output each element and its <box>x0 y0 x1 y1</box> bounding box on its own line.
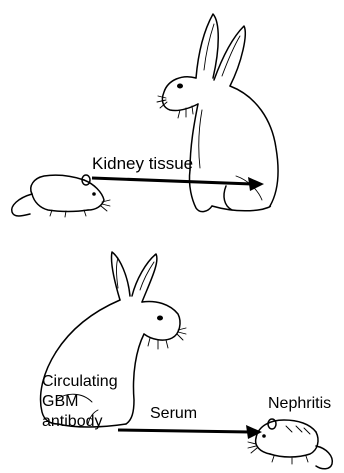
rat-icon <box>248 419 332 469</box>
nephritis-label: Nephritis <box>268 395 331 412</box>
serum-label: Serum <box>150 405 197 422</box>
kidney-tissue-arrow <box>92 177 264 191</box>
circulating-label-line1: Circulating <box>42 373 118 390</box>
rat-icon <box>12 175 110 217</box>
circulating-label-line3: antibody <box>42 413 103 430</box>
serum-arrow <box>118 425 262 439</box>
circulating-label-line2: GBM <box>42 393 78 410</box>
kidney-tissue-label: Kidney tissue <box>92 154 193 173</box>
